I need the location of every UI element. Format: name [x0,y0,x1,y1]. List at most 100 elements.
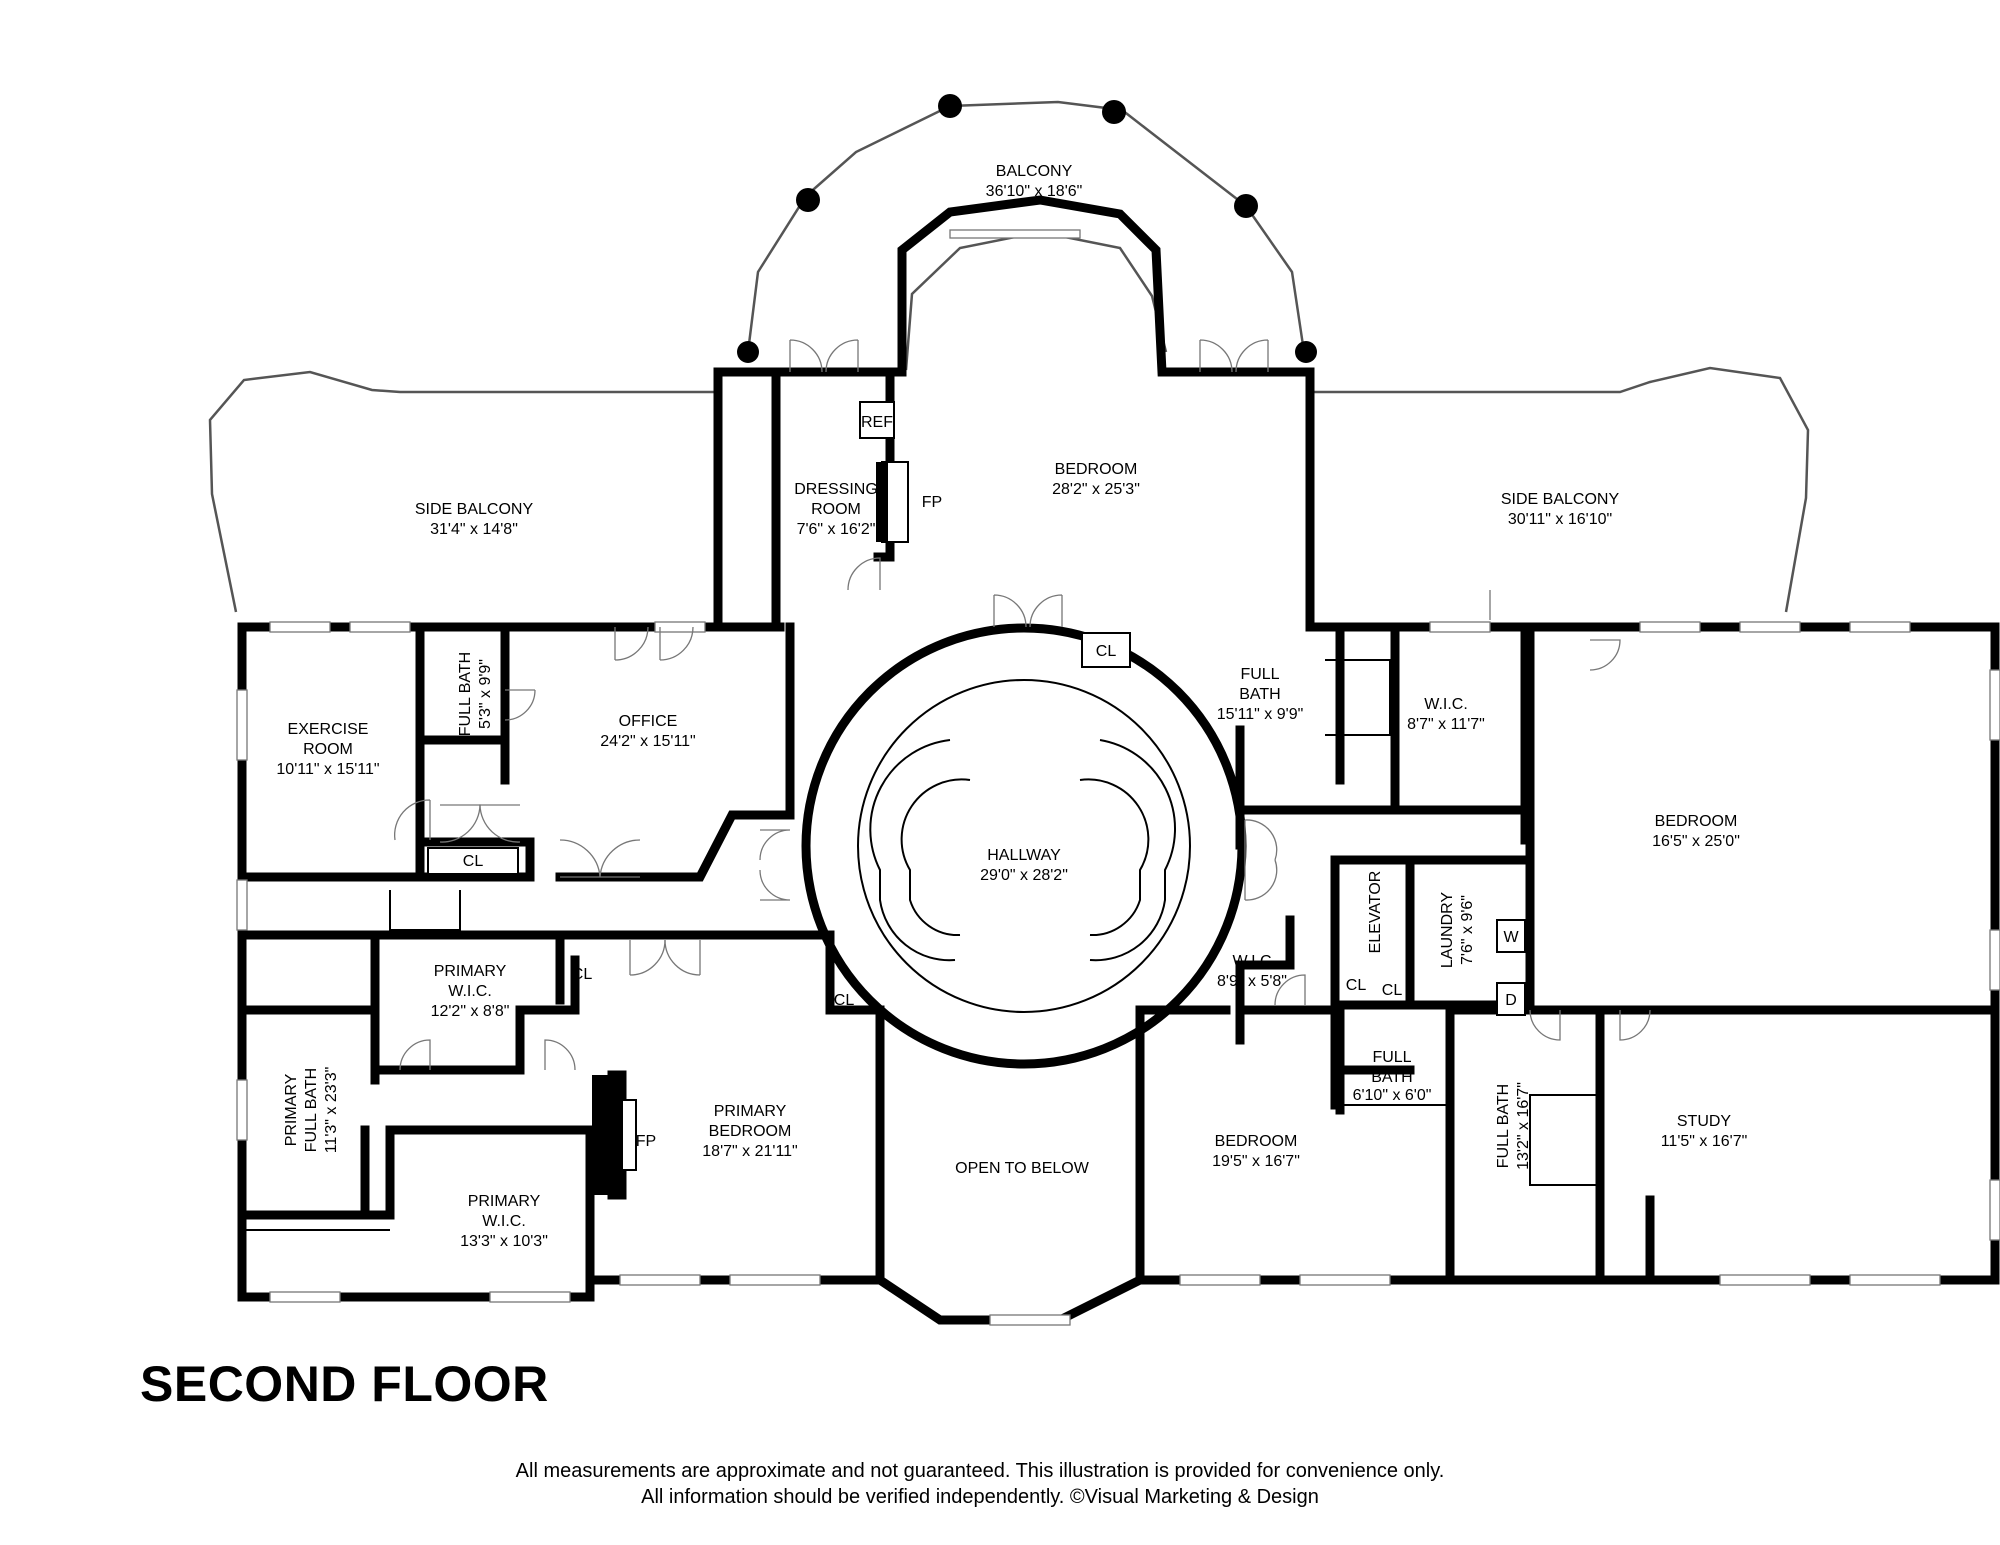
floor-title: SECOND FLOOR [140,1356,549,1412]
wic-right-size: 8'7" x 11'7" [1407,716,1485,733]
side-balcony-left-label: SIDE BALCONY [415,501,534,518]
window [1299,1274,1391,1286]
cl-hall: CL [1096,643,1117,660]
bedroom-top-size: 28'2" x 25'3" [1052,481,1140,498]
disclaimer-line-1: All measurements are approximate and not… [515,1460,1445,1482]
laundry-label: LAUNDRY [1439,892,1456,969]
thin-lines [242,659,1601,1231]
fp-hearth [876,462,888,542]
office-label: OFFICE [619,713,678,730]
window [729,1274,821,1286]
disclaimer-line-2: All information should be verified indep… [641,1486,1319,1508]
window [654,621,706,633]
full-bath-top-size: 15'11" x 9'9" [1217,706,1304,723]
balcony-label: BALCONY [996,163,1073,180]
primary-wic-bottom-label: PRIMARY [468,1193,541,1210]
window [236,689,248,761]
post [737,341,759,363]
right-side-balcony-rail [1310,366,1810,613]
balcony-rail-outer [746,100,1306,353]
elevator-label: ELEVATOR [1367,871,1384,954]
window [1849,621,1911,633]
fp-box-primary [621,1099,637,1171]
washer-box [1496,919,1526,953]
washer-label: W [1503,929,1519,946]
dryer-label: D [1505,992,1517,1009]
room-labels: BALCONY 36'10" x 18'6" SIDE BALCONY 31'4… [276,163,1747,1250]
primary-full-bath-label: PRIMARY [283,1073,300,1146]
window [1989,929,2000,991]
wic-right-label: W.I.C. [1424,696,1468,713]
window [489,1291,571,1303]
dressing-room-label-2: ROOM [811,501,861,518]
window [1179,1274,1261,1286]
ref-label: REF [861,414,893,431]
side-balcony-right-size: 30'11" x 16'10" [1508,511,1612,528]
full-bath-small-label: FULL [1372,1049,1411,1066]
window [269,621,331,633]
primary-wic-bottom-label-2: W.I.C. [482,1213,526,1230]
windows [236,229,2000,1326]
cl-office: CL [463,853,484,870]
wic-small-label: W.I.C [1232,953,1271,970]
full-bath-right-size: 13'2" x 16'7" [1515,1082,1532,1170]
dressing-room-size: 7'6" x 16'2" [797,521,876,538]
window [1849,1274,1941,1286]
post [1102,100,1126,124]
laundry-size: 7'6" x 9'6" [1459,895,1476,965]
bedroom-middle-size: 19'5" x 16'7" [1212,1153,1300,1170]
left-side-balcony-rail [208,370,718,613]
primary-wic-bottom-size: 13'3" x 10'3" [460,1233,548,1250]
primary-full-bath-label-2: FULL BATH [303,1068,320,1152]
full-bath-small-label-2: BATH [1371,1069,1412,1086]
balcony-outlines [208,100,1810,613]
cl-rotunda: CL [834,992,855,1009]
side-balcony-right-label: SIDE BALCONY [1501,491,1620,508]
bedroom-right-label: BEDROOM [1655,813,1738,830]
balcony-posts [737,94,1317,363]
window [236,879,248,931]
window [1429,621,1491,633]
window [1719,1274,1811,1286]
hallway-size: 29'0" x 28'2" [980,867,1068,884]
exercise-room-size: 10'11" x 15'11" [276,761,379,778]
exercise-room-label: EXERCISE [288,721,369,738]
study-size: 11'5" x 16'7" [1661,1133,1748,1150]
doors [393,339,1651,1071]
ref-box [859,401,895,439]
window [619,1274,701,1286]
cl-primary: CL [572,966,593,983]
primary-full-bath-size: 11'3" x 23'3" [323,1067,340,1154]
post [1295,341,1317,363]
full-bath-small-size: 6'10" x 6'0" [1353,1087,1432,1104]
window [236,1079,248,1141]
wic-small-size: 8'9" x 5'8" [1217,973,1287,990]
window [1639,621,1701,633]
side-balcony-left-size: 31'4" x 14'8" [430,521,518,538]
primary-wic-top-size: 12'2" x 8'8" [431,1003,510,1020]
open-to-below-label: OPEN TO BELOW [955,1160,1090,1177]
cl-box-hall [1081,632,1131,668]
balcony-size: 36'10" x 18'6" [986,183,1083,200]
dryer-box [1496,982,1526,1016]
study-label: STUDY [1677,1113,1732,1130]
primary-bedroom-label: PRIMARY [714,1103,787,1120]
full-bath-top-label-2: BATH [1239,686,1280,703]
window [1989,1179,2000,1241]
window [1989,669,2000,741]
full-bath-right-label: FULL BATH [1495,1084,1512,1168]
window [949,229,1081,239]
primary-bedroom-size: 18'7" x 21'11" [702,1143,797,1160]
full-bath-top-label: FULL [1240,666,1279,683]
hallway-label: HALLWAY [987,847,1061,864]
window [269,1291,341,1303]
window [989,1314,1071,1326]
disclaimer: All measurements are approximate and not… [0,1458,1960,1510]
full-bath-office-size: 5'3" x 9'9" [477,659,494,729]
fixtures [427,401,1526,1195]
window [1739,621,1801,633]
office-size: 24'2" x 15'11" [600,733,695,750]
fp-primary [592,1075,622,1195]
dressing-room-label: DRESSING [794,481,878,498]
